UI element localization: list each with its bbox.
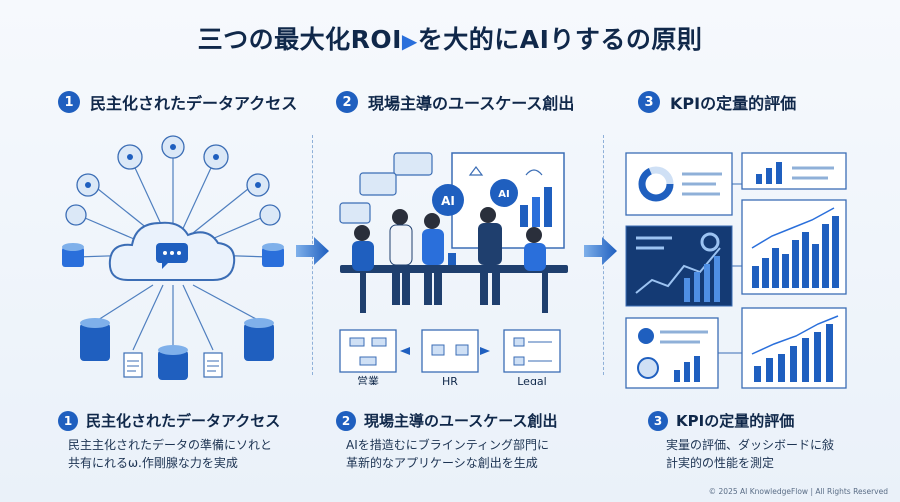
title-text-start: 三つの最大化ROI xyxy=(197,25,402,54)
column-2-bottom-badge: 2 xyxy=(336,410,356,431)
flow-arrow-icon-1 xyxy=(296,237,329,265)
dept-label-legal: Legal xyxy=(517,375,546,385)
database-icon-left xyxy=(62,243,84,267)
ai-bubble-icon-2 xyxy=(490,179,518,207)
column-1-desc-line-2: 共有にれるω.作剛腺な力を実成 xyxy=(68,456,238,470)
column-3-bottom-heading-text: KPIの定量的評価 xyxy=(676,412,795,430)
column-2-desc-line-2: 革新的なアプリケーシな創出を生成 xyxy=(346,456,538,470)
flow-arrow-icon-2 xyxy=(584,237,617,265)
column-1-heading-text: 民主化されたデータアクセス xyxy=(90,94,298,113)
legal-diagram-card xyxy=(503,329,561,373)
column-2-bottom-heading-text: 現場主導のユースケース創出 xyxy=(364,412,558,430)
column-3-bottom-heading: 3 KPIの定量的評価 xyxy=(648,410,794,431)
column-2-number-badge: 2 xyxy=(336,91,358,113)
column-3-desc-line-2: 計実的の性能を測定 xyxy=(666,456,775,470)
sales-diagram-card xyxy=(339,329,397,373)
person-icon-4 xyxy=(478,207,502,305)
cloud-icon xyxy=(108,221,236,281)
column-3-desc-line-1: 実量の評価、ダッシボードに敍 xyxy=(666,438,835,452)
column-3-heading-text: KPIの定量的評価 xyxy=(670,94,797,113)
person-icon-1 xyxy=(352,225,374,271)
column-1-bottom-heading: 1 民主化されたデータアクセス xyxy=(58,410,280,431)
dept-label-sales: 営業 xyxy=(357,374,379,385)
ai-bubble-label-2: AI xyxy=(498,189,509,200)
page-title: 三つの最大化ROI▶を大的にAIりするの原則 xyxy=(0,20,900,56)
column-3-heading: 3 KPIの定量的評価 xyxy=(638,90,796,114)
copyright-footer: © 2025 AI KnowledgeFlow | All Rights Res… xyxy=(708,487,888,496)
column-1-bottom-heading-text: 民主化されたデータアクセス xyxy=(86,412,281,430)
column-2-desc-line-1: AIを措造むにブラインティング部門に xyxy=(346,438,550,452)
hr-diagram-card xyxy=(421,329,479,373)
ai-bubble-icon-1 xyxy=(432,184,464,216)
person-icon-3 xyxy=(422,213,444,305)
person-icon-2 xyxy=(389,209,413,305)
column-3-number-badge: 3 xyxy=(638,91,660,113)
dashboard-card-profile xyxy=(625,317,719,389)
column-1-desc-line-1: 民主主化されたデータの準備にソれと xyxy=(68,438,273,452)
dept-label-hr: HR xyxy=(442,375,458,385)
database-icon-right xyxy=(262,243,284,267)
data-network-illustration xyxy=(62,135,284,380)
column-3-description: 実量の評価、ダッシボードに敍 計実的の性能を測定 xyxy=(666,436,834,472)
ai-bubble-label-1: AI xyxy=(441,194,455,208)
column-2-heading: 2 現場主導のユースケース創出 xyxy=(336,90,574,114)
column-3-bottom-badge: 3 xyxy=(648,410,668,431)
team-meeting-illustration: AI AI 営業 HR Legal xyxy=(339,152,568,385)
column-1-description: 民主主化されたデータの準備にソれと 共有にれるω.作剛腺な力を実成 xyxy=(68,436,272,472)
column-1-heading: 1 民主化されたデータアクセス xyxy=(58,90,297,114)
title-text-end: を大的にAIりするの原則 xyxy=(417,25,703,54)
title-arrow-icon: ▶ xyxy=(401,29,418,53)
column-1-number-badge: 1 xyxy=(58,91,80,113)
column-1-bottom-badge: 1 xyxy=(58,410,78,431)
column-2-bottom-heading: 2 現場主導のユースケース創出 xyxy=(336,410,558,431)
column-2-heading-text: 現場主導のユースケース創出 xyxy=(368,94,575,113)
column-2-description: AIを措造むにブラインティング部門に 革新的なアプリケーシな創出を生成 xyxy=(346,436,549,472)
person-icon-5 xyxy=(524,227,546,271)
kpi-dashboard-illustration xyxy=(625,152,847,389)
